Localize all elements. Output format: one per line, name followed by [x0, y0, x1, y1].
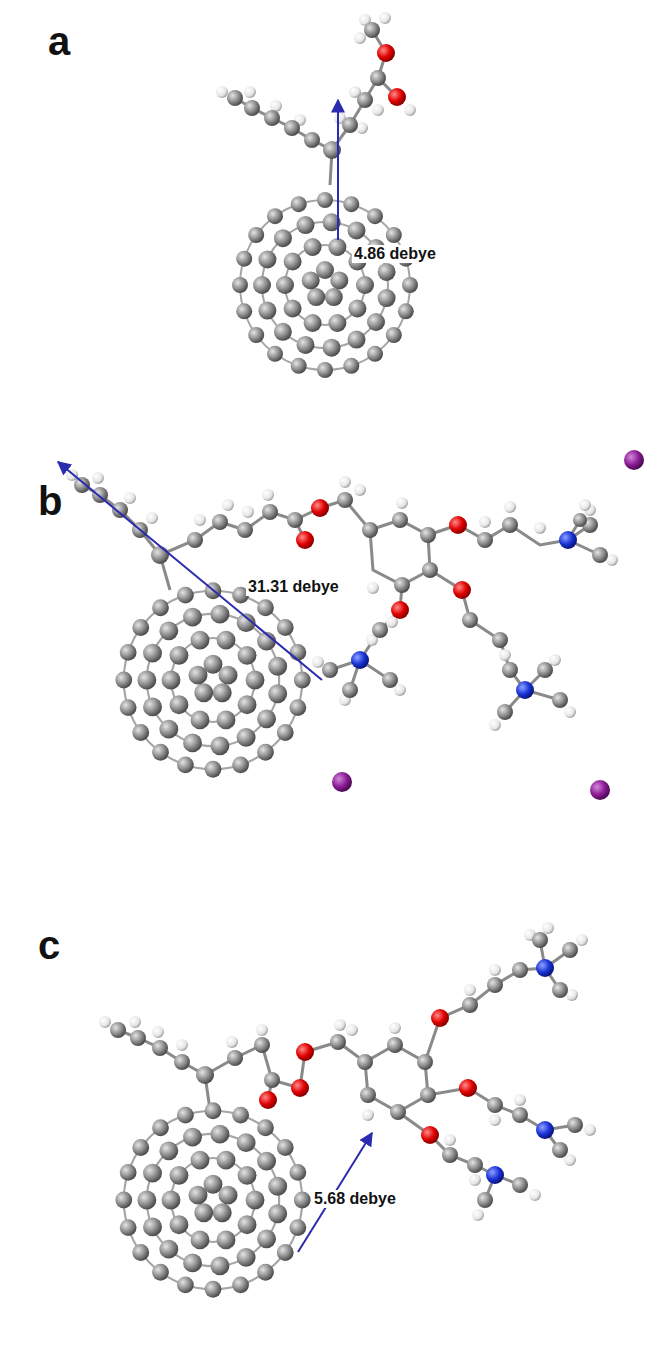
panel-letter: a	[48, 18, 70, 64]
panel-letter: b	[38, 478, 62, 524]
molecule-a	[216, 12, 418, 378]
dipole-label: 4.86 debye	[352, 245, 438, 263]
molecule-c	[99, 922, 596, 1298]
dipole-label: 31.31 debye	[246, 578, 341, 596]
molecule-b	[58, 450, 644, 800]
panel-letter: c	[38, 922, 60, 968]
dipole-label: 5.68 debye	[312, 1190, 398, 1208]
